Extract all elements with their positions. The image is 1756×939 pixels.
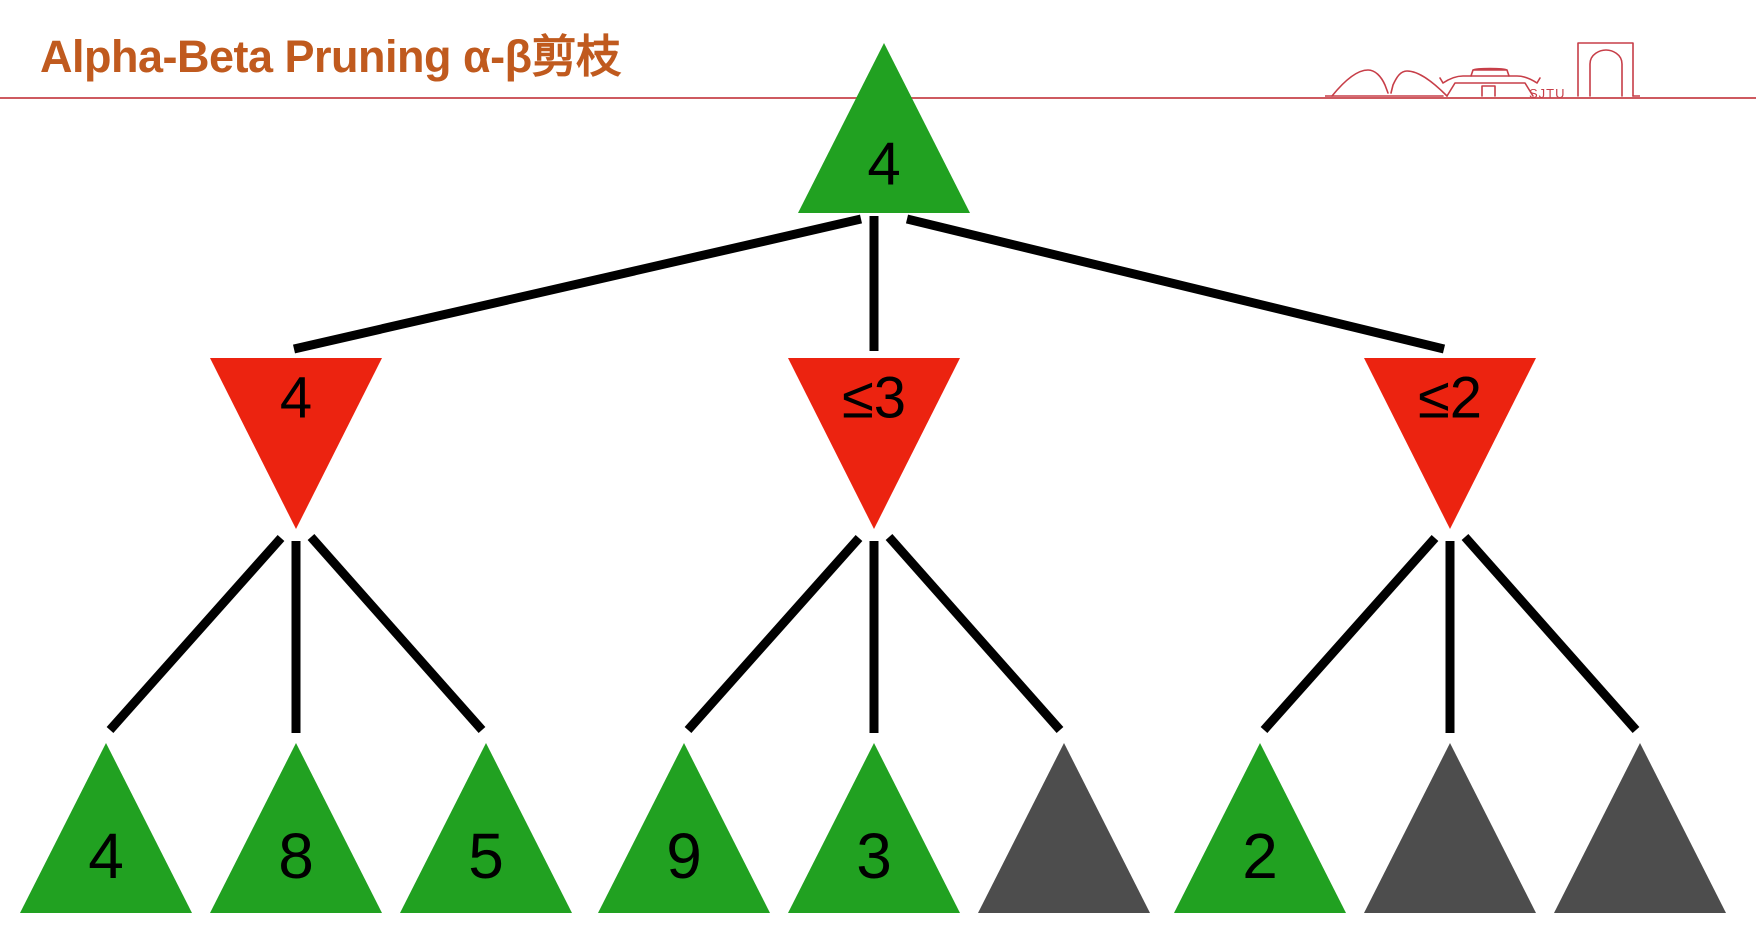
leaf-node-3 [400, 743, 572, 913]
leaf-node-2-label: 8 [278, 820, 314, 892]
leaf-node-5 [788, 743, 960, 913]
min-node-2 [788, 358, 960, 529]
edge-min-1-to-leaf-left [106, 535, 285, 733]
min-node-1-label: 4 [280, 366, 312, 431]
skyline-outline [1325, 42, 1640, 97]
bridge-arch-left-icon [1331, 69, 1389, 97]
gate-base [1446, 82, 1534, 97]
slide-title: Alpha-Beta Pruning α-β剪枝 [40, 31, 621, 82]
arch-building-arch [1589, 49, 1623, 97]
leaf-node-5-label: 3 [856, 820, 892, 892]
root-max-node [798, 43, 970, 213]
root-max-node-label: 4 [867, 131, 900, 198]
leaf-node-3-label: 5 [468, 820, 504, 892]
leaf-node-4-label: 9 [666, 820, 702, 892]
leaf-node-8 [1364, 743, 1536, 913]
edge-root-to-min-3 [905, 214, 1446, 354]
leaf-node-2 [210, 743, 382, 913]
edge-min-3-to-leaf-left [1260, 535, 1439, 733]
sjtu-logo-text: SJTU [1529, 86, 1566, 100]
leaf-node-1 [20, 743, 192, 913]
edge-min-3-to-leaf-right [1461, 534, 1640, 733]
gate-roof-upper [1470, 67, 1510, 77]
leaf-node-6 [978, 743, 1150, 913]
leaf-node-1-label: 4 [88, 820, 124, 892]
edge-min-2-to-leaf-right [885, 534, 1064, 733]
edge-min-2-to-leaf-left [684, 535, 863, 733]
gate-roof-lower [1439, 75, 1541, 84]
leaf-node-7 [1174, 743, 1346, 913]
leaf-node-7-label: 2 [1242, 820, 1278, 892]
gate-door [1481, 85, 1496, 97]
leaf-node-4 [598, 743, 770, 913]
bridge-arch-right-icon [1390, 70, 1448, 97]
sjtu-skyline-logo: SJTU [1325, 42, 1640, 100]
min-node-3 [1364, 358, 1536, 529]
min-node-3-label: ≤2 [1418, 366, 1482, 431]
min-node-1 [210, 358, 382, 529]
min-node-2-label: ≤3 [842, 366, 906, 431]
edge-min-1-to-leaf-right [307, 534, 486, 733]
leaf-node-9 [1554, 743, 1726, 913]
edge-root-to-min-1 [292, 214, 863, 354]
